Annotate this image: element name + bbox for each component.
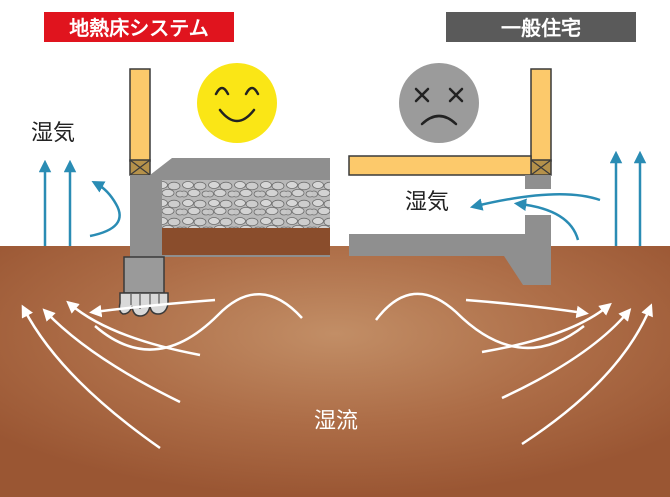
smiley-face-icon	[197, 63, 277, 143]
ground-flow-arrow	[66, 300, 201, 357]
left-foundation-footing	[130, 180, 162, 257]
soil-layer	[162, 228, 330, 255]
moisture-arrow-deflected	[89, 181, 121, 238]
raised-floor-board	[348, 155, 532, 176]
ground-flow-arrow	[21, 304, 161, 450]
left-title: 地熱床システム	[69, 16, 208, 40]
left-moisture-label: 湿気	[31, 121, 75, 146]
ground	[0, 246, 670, 497]
ground-flow-arrow	[521, 303, 653, 446]
moisture-arrow-under-floor	[513, 198, 580, 241]
right-wall-timber	[530, 68, 552, 162]
ground-flow-arrow	[481, 302, 612, 354]
right-foundation	[349, 215, 551, 285]
sill-cross-icon	[530, 159, 552, 176]
pile-tip	[118, 292, 169, 317]
right-title: 一般住宅	[501, 16, 581, 40]
sill-cross-icon	[129, 159, 151, 176]
left-title-badge	[44, 12, 234, 42]
gravel-bed	[162, 180, 330, 228]
left-wall-timber	[129, 68, 151, 162]
ground-flow-arrow	[89, 298, 216, 318]
right-moisture-label: 湿気	[405, 190, 449, 215]
ground-flow-wave	[94, 293, 303, 351]
right-title-badge	[446, 12, 636, 42]
ground-flow-wave	[375, 292, 585, 350]
ground-flow-arrow	[501, 308, 632, 400]
pile-shaft	[123, 256, 165, 294]
ground-flow-label: 湿流	[314, 409, 358, 434]
sad-face-icon	[399, 63, 479, 143]
ground-flow-arrow	[465, 298, 589, 319]
moisture-arrow-under-floor	[469, 192, 601, 211]
pile-ridges	[130, 294, 160, 309]
ground-flow-arrow	[42, 308, 181, 404]
ground-flow-arrows	[21, 292, 653, 450]
right-foundation-top	[525, 175, 551, 189]
